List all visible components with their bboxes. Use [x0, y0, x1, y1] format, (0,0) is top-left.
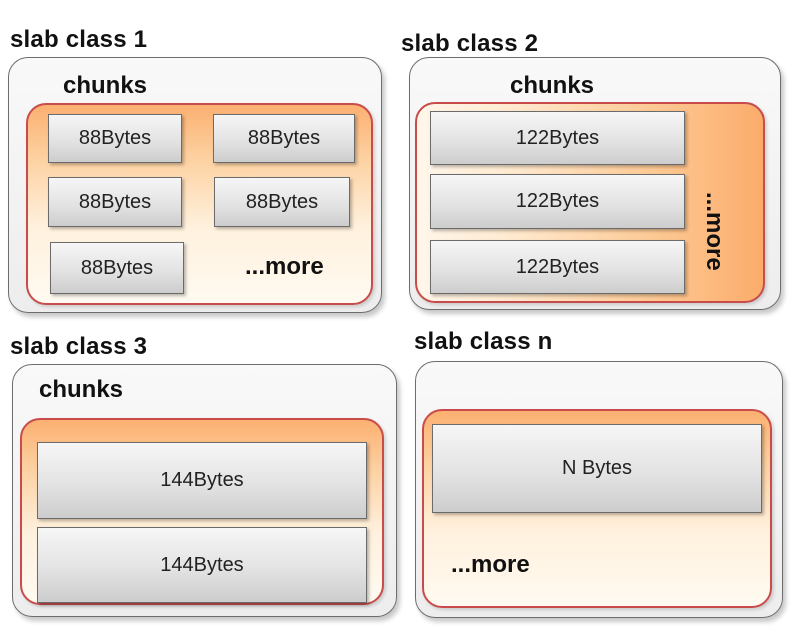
slab-class-n-box: N Bytes ...more	[415, 361, 783, 618]
slab-class-1-chunk-area: 88Bytes 88Bytes 88Bytes 88Bytes 88Bytes …	[26, 103, 373, 305]
slab-class-n-chunk-area: N Bytes ...more	[422, 409, 772, 608]
slab-class-n-title: slab class n	[414, 328, 553, 355]
chunk-122-bytes: 122Bytes	[430, 174, 685, 229]
slab-class-2-box: chunks 122Bytes 122Bytes 122Bytes ...mor…	[409, 57, 781, 310]
slab-class-2-chunk-area: 122Bytes 122Bytes 122Bytes ...more	[415, 102, 765, 303]
chunk-144-bytes: 144Bytes	[37, 442, 367, 519]
slab-class-1-title: slab class 1	[10, 26, 148, 53]
chunk-122-bytes: 122Bytes	[430, 111, 685, 165]
chunk-88-bytes: 88Bytes	[213, 114, 355, 163]
slab-class-3-chunks-label: chunks	[39, 376, 124, 403]
chunk-88-bytes: 88Bytes	[214, 177, 350, 227]
chunk-88-bytes: 88Bytes	[48, 177, 182, 227]
slab-class-3-chunk-area: 144Bytes 144Bytes	[20, 418, 384, 605]
slab-class-2-title: slab class 2	[401, 30, 539, 57]
chunk-88-bytes: 88Bytes	[48, 114, 182, 163]
slab-class-3-box: chunks 144Bytes 144Bytes	[12, 364, 397, 617]
chunk-n-bytes: N Bytes	[432, 424, 762, 513]
slab-class-n-more-label: ...more	[451, 551, 530, 578]
slab-class-1-more-label: ...more	[245, 253, 324, 280]
chunk-144-bytes: 144Bytes	[37, 527, 367, 603]
slab-class-2-more-label: ...more	[701, 192, 728, 271]
slab-class-2-chunks-label: chunks	[510, 72, 595, 99]
slab-class-1-chunks-label: chunks	[63, 72, 148, 99]
chunk-122-bytes: 122Bytes	[430, 240, 685, 294]
chunk-88-bytes: 88Bytes	[50, 242, 184, 294]
slab-class-1-box: chunks 88Bytes 88Bytes 88Bytes 88Bytes 8…	[8, 57, 382, 313]
slab-class-3-title: slab class 3	[10, 333, 148, 360]
